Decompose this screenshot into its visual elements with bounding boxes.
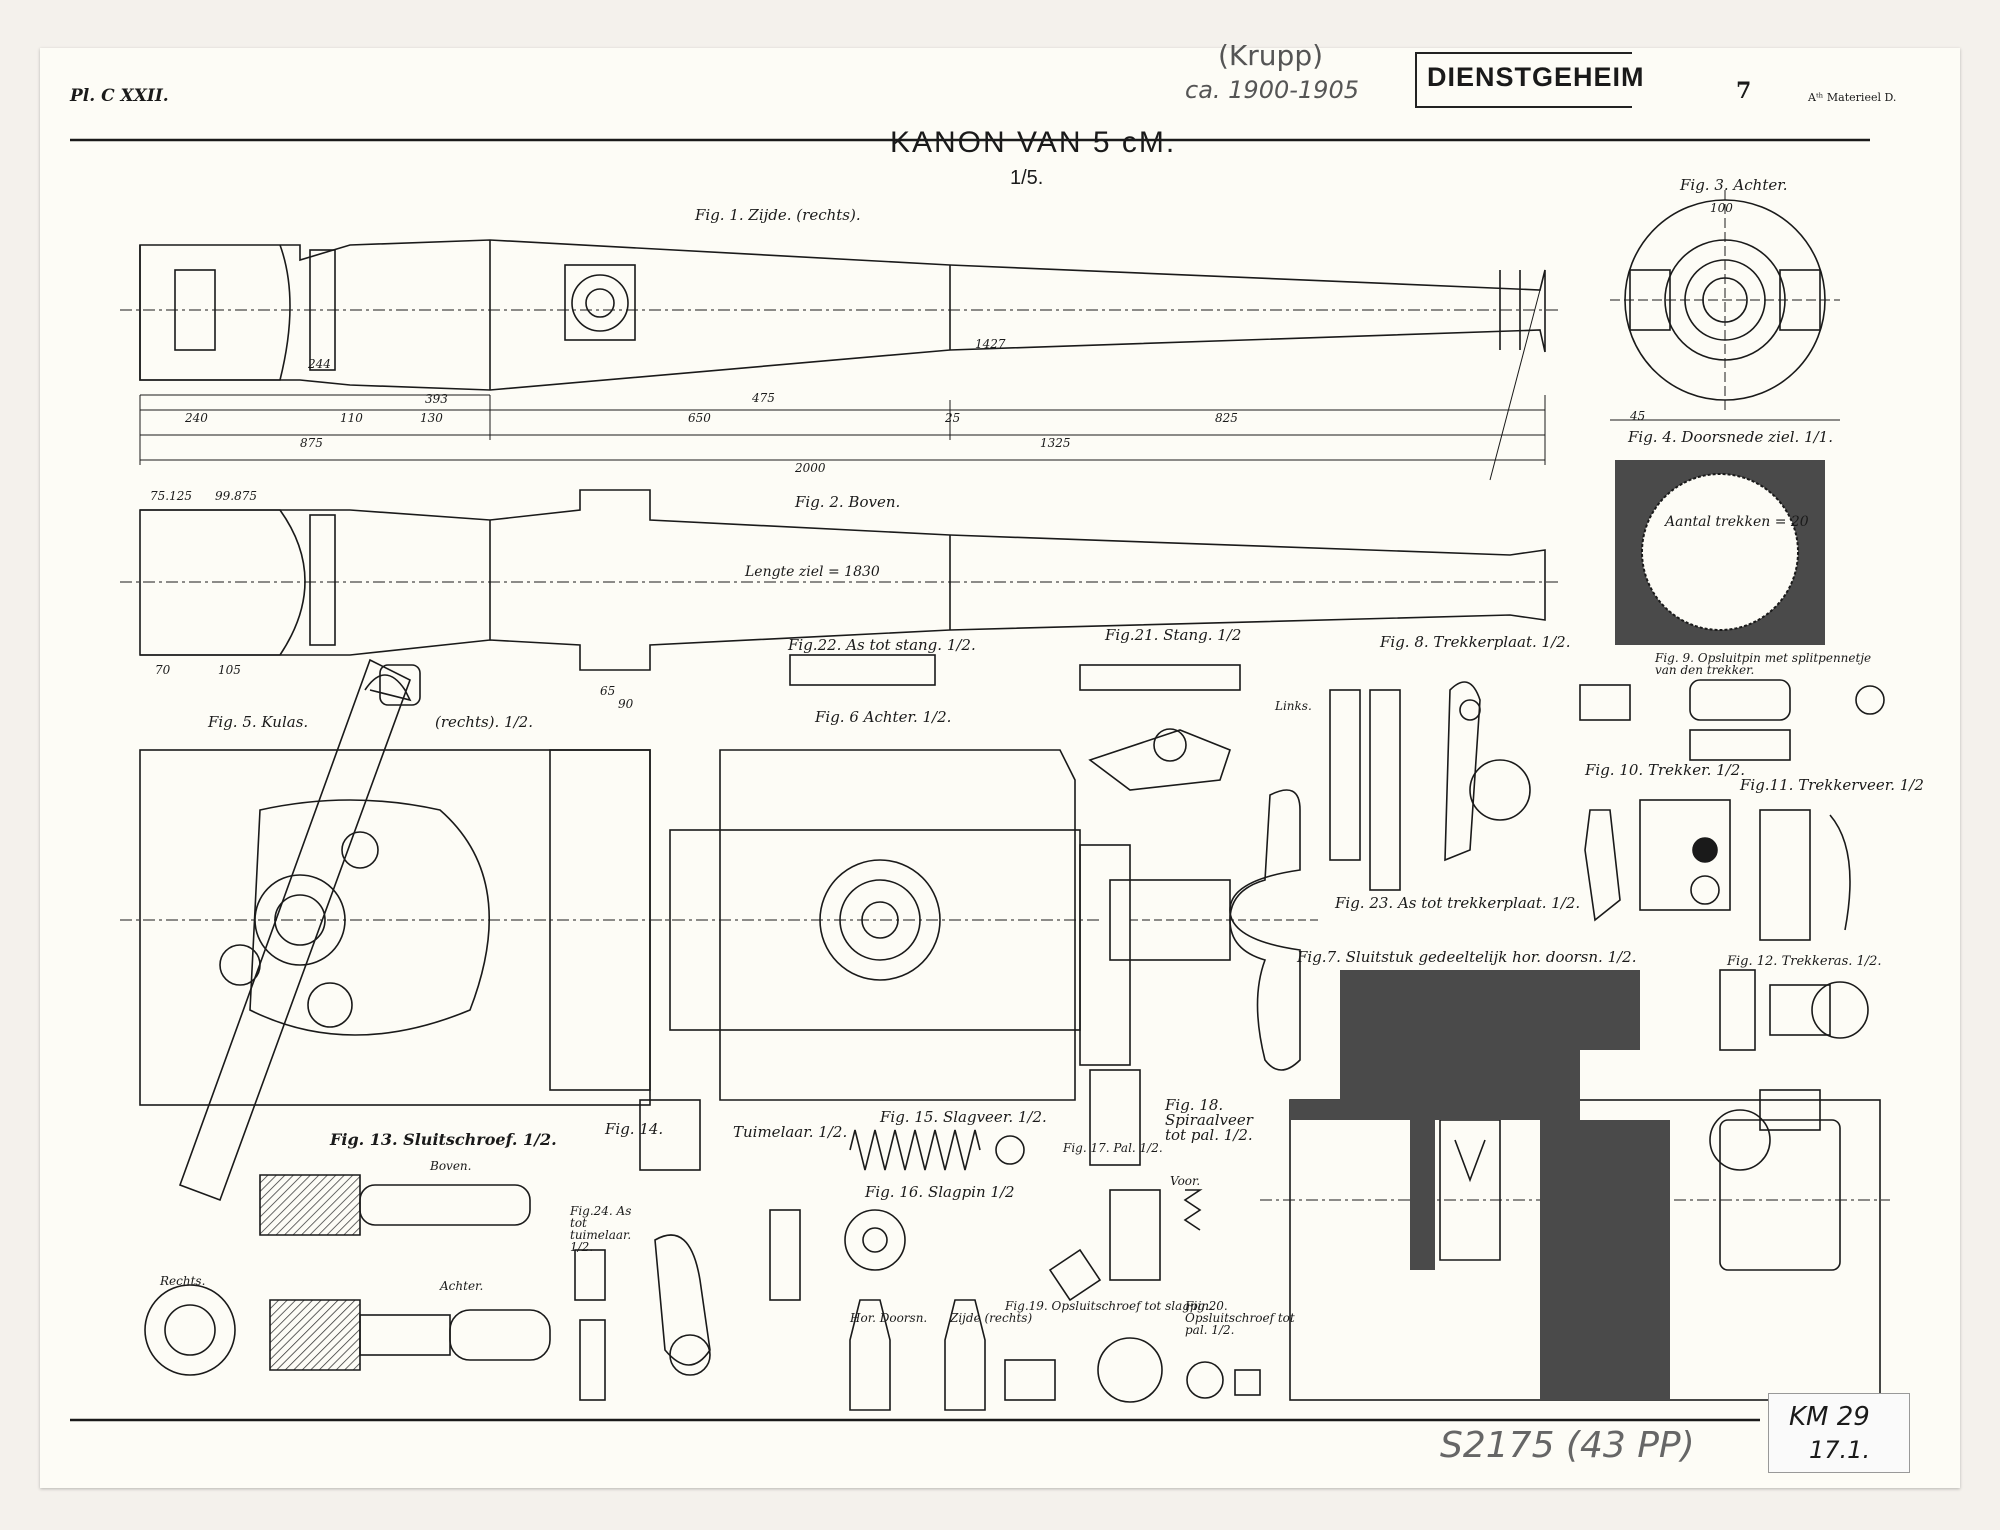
dim-105: 105 (218, 663, 241, 677)
dim-825: 825 (1215, 411, 1238, 425)
dim-65: 65 (600, 684, 616, 698)
fig14-name: Tuimelaar. 1/2. (733, 1123, 848, 1141)
fig2-top-view (120, 489, 1560, 671)
handwritten-maker: (Krupp) (1218, 39, 1324, 72)
fig14-label: Fig. 14. (605, 1120, 664, 1138)
dim-1427: 1427 (975, 337, 1006, 351)
dim-75125: 75.125 (150, 489, 192, 503)
dim-45: 45 (1630, 409, 1646, 423)
dim-110: 110 (340, 411, 363, 425)
handwritten-date: ca. 1900-1905 (1185, 76, 1359, 104)
dim-90: 90 (618, 697, 634, 711)
fig13-right-label: Rechts. (160, 1274, 206, 1288)
bore-length-label: Lengte ziel = 1830 (745, 564, 880, 580)
drawing-scale: 1/5. (1010, 167, 1044, 189)
card-line-2: 17.1. (1809, 1436, 1871, 1464)
fig9-label: Fig. 9. Opsluitpin met splitpennetje van… (1655, 651, 1872, 677)
fig1-dimension-lines (139, 289, 1546, 481)
fig21-label: Fig.21. Stang. 1/2 (1105, 626, 1242, 644)
handwritten-number: S2175 (43 PP) (1440, 1425, 1695, 1466)
dim-1325: 1325 (1040, 436, 1071, 450)
left-label: Links. (1275, 699, 1312, 713)
fig7-dark-bar (1410, 1120, 1435, 1270)
lever-part (1109, 789, 1320, 1071)
fig15-label: Fig. 15. Slagveer. 1/2. (880, 1108, 1047, 1126)
fig8-label: Fig. 8. Trekkerplaat. 1/2. (1380, 633, 1571, 651)
page-number: 7 (1736, 78, 1752, 104)
fig24-label: Fig.24. As tot tuimelaar. 1/2. (570, 1204, 632, 1254)
fig7-dark-breech (1540, 1120, 1670, 1400)
front-label: Voor. (1170, 1174, 1201, 1188)
card-line-1: KM 29 (1789, 1402, 1870, 1432)
fig17-label: Fig. 17. Pal. 1/2. (1063, 1141, 1163, 1155)
fig13-breech-screw (144, 1174, 551, 1376)
dim-875: 875 (300, 436, 323, 450)
classification-stamp: DIENSTGEHEIM (1415, 52, 1644, 108)
fig19-label: Fig.19. Opsluitschroef tot slagpin. (1005, 1299, 1213, 1313)
dim-240: 240 (185, 411, 208, 425)
fig5-side-label: (rechts). 1/2. (435, 713, 533, 731)
fig18-label: Fig. 18. Spiraalveer tot pal. 1/2. (1165, 1096, 1253, 1144)
fig1-label: Fig. 1. Zijde. (rechts). (695, 206, 861, 224)
fig14-tumbler (574, 1099, 801, 1401)
fig7-label: Fig.7. Sluitstuk gedeeltelijk hor. doors… (1297, 948, 1637, 966)
fig5-label: Fig. 5. Kulas. (208, 713, 309, 731)
fig23-label: Fig. 23. As tot trekkerplaat. 1/2. (1335, 894, 1581, 912)
fig22-label: Fig.22. As tot stang. 1/2. (788, 636, 976, 654)
fig16-label: Fig. 16. Slagpin 1/2 (865, 1183, 1015, 1201)
side-right-label: Zijde (rechts) (950, 1311, 1033, 1325)
dim-70: 70 (155, 663, 171, 677)
fig21-rod (789, 654, 1241, 791)
fig7-dark-block (1290, 970, 1640, 1120)
fig4-label: Fig. 4. Doorsnede ziel. 1/1. (1628, 428, 1833, 446)
dim-244: 244 (308, 357, 331, 371)
fig13-label: Fig. 13. Sluitschroef. 1/2. (330, 1130, 557, 1149)
catalog-card: KM 29 17.1. (1768, 1393, 1910, 1473)
fig12-label: Fig. 12. Trekkeras. 1/2. (1727, 954, 1882, 969)
fig17-pawl (1048, 1189, 1261, 1403)
dim-475: 475 (752, 391, 775, 405)
corner-note: Aᵗʰ Materieel D. (1808, 91, 1897, 104)
drawing-title: KANON VAN 5 cM. (890, 126, 1177, 159)
dim-100: 100 (1710, 201, 1733, 215)
fig8-trigger-plate (1329, 681, 1531, 891)
dim-99875: 99.875 (215, 489, 257, 503)
fig3-label: Fig. 3. Achter. (1680, 176, 1788, 194)
fig10-label: Fig. 10. Trekker. 1/2. (1585, 761, 1746, 779)
fig4-text: Aantal trekken = 20 (1665, 514, 1809, 530)
dim-2000: 2000 (795, 461, 826, 475)
fig5-breech (120, 658, 680, 1202)
dim-25: 25 (945, 411, 961, 425)
fig6-rear (650, 749, 1141, 1166)
dim-130: 130 (420, 411, 443, 425)
stamp-text: DIENSTGEHEIM (1427, 62, 1645, 92)
fig15-spring (844, 1129, 1056, 1411)
fig6-label: Fig. 6 Achter. 1/2. (815, 708, 952, 726)
fig13-top-label: Boven. (430, 1159, 472, 1173)
small-parts (1579, 679, 1885, 1131)
hor-section-label: Hor. Doorsn. (850, 1311, 928, 1325)
fig1-side-view (120, 239, 1560, 391)
plate-number: Pl. C XXII. (70, 86, 169, 106)
fig3-end-view (1610, 190, 1840, 421)
fig11-label: Fig.11. Trekkerveer. 1/2 (1740, 776, 1924, 794)
fig4-bore-circle (1641, 473, 1799, 631)
fig20-label: Fig.20. Opsluitschroef tot pal. 1/2. (1185, 1299, 1295, 1337)
dim-650: 650 (688, 411, 711, 425)
fig13-rear-label: Achter. (440, 1279, 484, 1293)
fig2-label: Fig. 2. Boven. (795, 493, 901, 511)
dim-393: 393 (425, 392, 448, 406)
